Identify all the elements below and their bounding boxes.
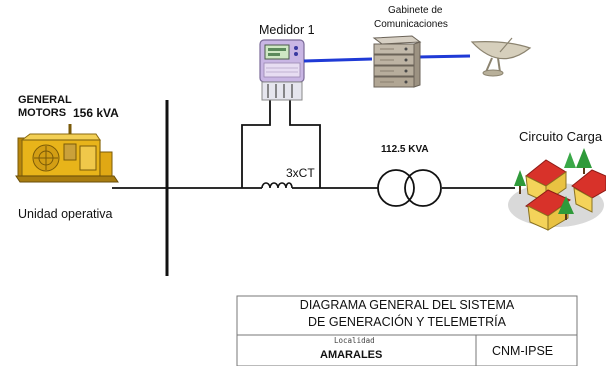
generator-caption: Unidad operativa (18, 207, 113, 221)
satellite-dish-icon (470, 37, 532, 77)
locality-value: AMARALES (320, 349, 383, 361)
meter-device (259, 39, 305, 101)
title-block: DIAGRAMA GENERAL DEL SISTEMA DE GENERACI… (237, 298, 577, 329)
load-label: Circuito Carga (519, 129, 603, 144)
power-transformer-symbol (377, 169, 442, 207)
title-line-2: DE GENERACIÓN Y TELEMETRÍA (308, 315, 506, 329)
transformer-rating: 112.5 KVA (381, 144, 429, 155)
ct-label: 3xCT (286, 166, 315, 180)
load-village-icon (508, 148, 606, 231)
current-transformer-coil (261, 182, 293, 189)
comms-cabinet-label-line2: Comunicaciones (374, 19, 448, 30)
meter-label: Medidor 1 (259, 23, 315, 37)
comms-cabinet-label-line1: Gabinete de (388, 5, 443, 16)
project-code: CNM-IPSE (492, 344, 554, 358)
generator-set-icon (15, 124, 119, 183)
locality-caption: Localidad (334, 336, 375, 345)
communications-link (303, 54, 471, 63)
comms-cabinet-device (372, 35, 422, 88)
title-line-1: DIAGRAMA GENERAL DEL SISTEMA (299, 298, 515, 312)
generator-brand-line1: GENERAL (18, 94, 72, 106)
ct-wiring (241, 100, 321, 188)
title-block-frame (236, 295, 578, 366)
generator-brand-line2: MOTORS (18, 107, 67, 119)
generator-rating: 156 kVA (73, 106, 119, 120)
